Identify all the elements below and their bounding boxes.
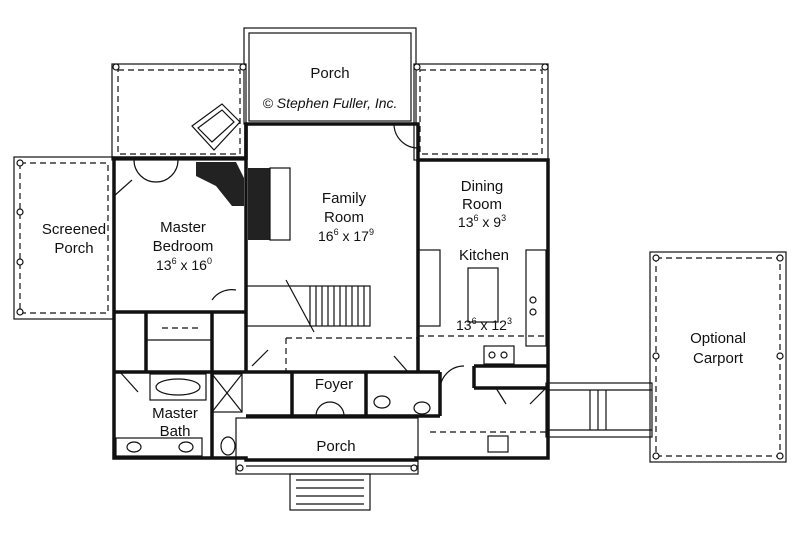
dining-room-dimensions: 136 x 93 xyxy=(458,213,506,230)
door-swings xyxy=(113,123,549,417)
master-bedroom-dimensions: 136 x 160 xyxy=(156,256,212,273)
screened-porch xyxy=(13,156,115,320)
staircase xyxy=(245,279,371,333)
master-bath-label-2: Bath xyxy=(160,423,191,440)
bath-fixtures xyxy=(115,373,509,457)
kitchen-fixtures xyxy=(417,249,547,365)
master-bedroom-label-1: Master xyxy=(160,219,206,236)
kitchen-dimensions: 136 x 123 xyxy=(456,316,512,333)
front-porch-label: Porch xyxy=(316,438,355,455)
dining-room-label-2: Room xyxy=(462,196,502,213)
fireplace xyxy=(191,103,291,241)
family-room-label-2: Room xyxy=(324,209,364,226)
carport-label-1: Optional xyxy=(690,330,746,347)
rear-porch xyxy=(111,27,549,161)
master-bath-label-1: Master xyxy=(152,405,198,422)
optional-carport xyxy=(545,251,787,463)
foyer-label: Foyer xyxy=(315,376,353,393)
kitchen-label: Kitchen xyxy=(459,247,509,264)
master-bedroom-label-2: Bedroom xyxy=(153,238,214,255)
screened-porch-label-2: Porch xyxy=(54,240,93,257)
copyright-notice: © Stephen Fuller, Inc. xyxy=(263,95,398,111)
carport-label-2: Carport xyxy=(693,350,744,367)
screened-porch-label-1: Screened xyxy=(42,221,106,238)
family-room-label-1: Family xyxy=(322,190,367,207)
rear-porch-label: Porch xyxy=(310,65,349,82)
front-porch xyxy=(235,417,419,511)
family-room-dimensions: 166 x 179 xyxy=(318,227,374,244)
dining-room-label-1: Dining xyxy=(461,178,504,195)
dashed-openings xyxy=(162,327,546,433)
